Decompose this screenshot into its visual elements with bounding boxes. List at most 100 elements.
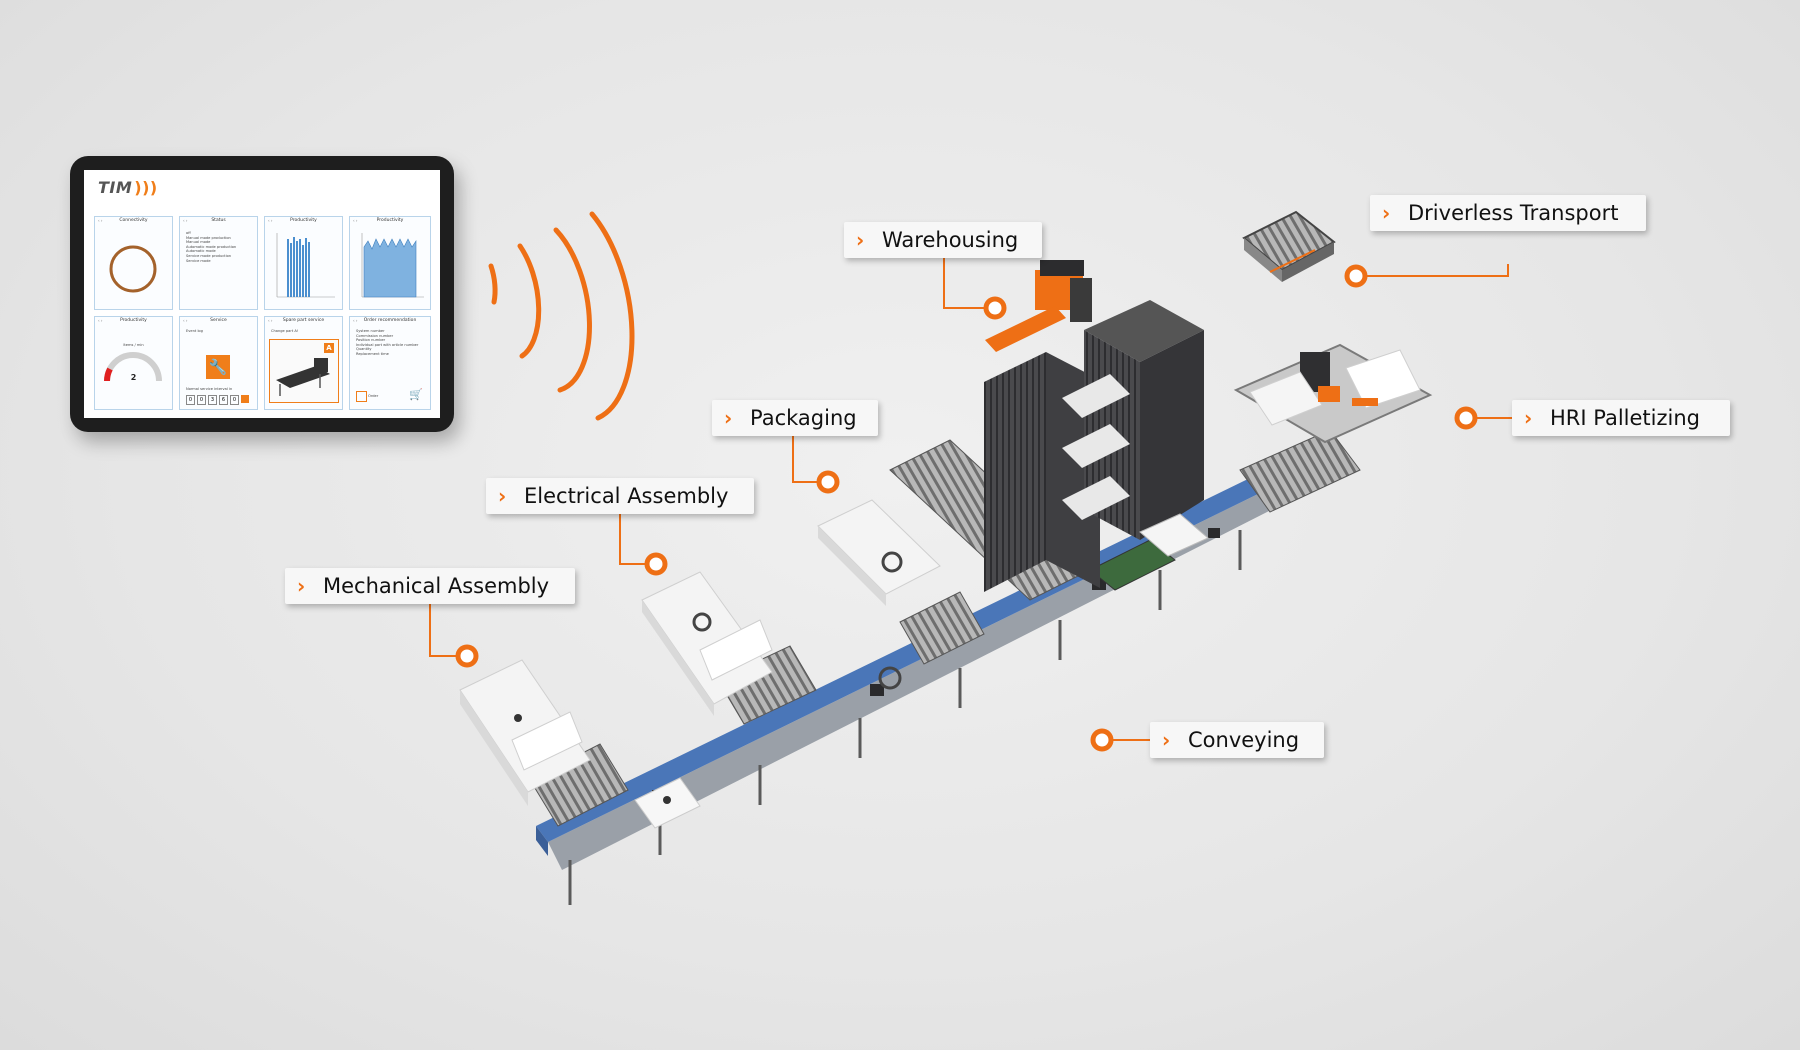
- sorting-tray: [1139, 513, 1209, 557]
- label-text: Conveying: [1188, 728, 1300, 752]
- panel-nav-icon[interactable]: ‹ ›: [353, 318, 358, 323]
- panel-title: Order recommendation: [363, 318, 417, 323]
- status-item[interactable]: Service mode production: [186, 253, 232, 258]
- wireless-signal-icon: [488, 211, 635, 421]
- hotspot-driverless-transport: [1344, 264, 1368, 288]
- cart-icon[interactable]: 🛒: [409, 388, 423, 401]
- productivity-area-chart: [361, 233, 424, 298]
- hri-palletizing-cell: [1233, 343, 1433, 444]
- label-text: HRI Palletizing: [1550, 406, 1700, 430]
- label-text: Mechanical Assembly: [323, 574, 550, 598]
- panel-spare-part-service[interactable]: ‹ › Spare part service Change part A! A: [264, 316, 343, 410]
- panel-nav-icon[interactable]: ‹ ›: [183, 318, 188, 323]
- machine-thumbnail-drawing: [276, 358, 330, 396]
- panel-service[interactable]: ‹ › Service Event log 🔧 Normal service i…: [179, 316, 258, 410]
- driverless-transport-vehicle: [1242, 210, 1336, 282]
- warehousing-rack: [984, 260, 1204, 592]
- hotspot-marker-icon[interactable]: [455, 264, 1478, 752]
- panel-title: Productivity: [290, 218, 317, 223]
- order-field: System number: [356, 329, 385, 333]
- panel-productivity-gauge[interactable]: ‹ › Productivity Items / min 2: [94, 316, 173, 410]
- chevron-right-icon: ›: [498, 484, 507, 508]
- order-fields: System number Commission number Position…: [356, 329, 418, 357]
- order-field: Quantity: [356, 347, 372, 352]
- status-item[interactable]: Automatic mode production: [186, 244, 237, 249]
- label-mechanical-assembly[interactable]: › Mechanical Assembly: [285, 568, 575, 604]
- panel-nav-icon[interactable]: ‹ ›: [183, 218, 188, 223]
- speed-gauge: [104, 352, 162, 382]
- label-hri-palletizing[interactable]: › HRI Palletizing: [1512, 400, 1730, 436]
- order-field: Replacement time: [356, 351, 389, 356]
- hotspot-warehousing: [983, 296, 1007, 320]
- status-item[interactable]: Manual mode production: [186, 235, 231, 240]
- part-badge: A: [324, 343, 334, 353]
- panel-nav-icon[interactable]: ‹ ›: [268, 218, 273, 223]
- panel-title: Productivity: [120, 318, 147, 323]
- label-text: Packaging: [750, 406, 857, 430]
- chevron-right-icon: ›: [297, 574, 306, 598]
- panel-nav-icon[interactable]: ‹ ›: [353, 218, 358, 223]
- hotspot-electrical-assembly: [644, 552, 668, 576]
- connectivity-ring: [109, 245, 157, 293]
- counter-digit: 0: [186, 395, 195, 405]
- status-list: off Manual mode production Manual mode A…: [186, 231, 236, 263]
- counter-digit: 3: [208, 395, 217, 405]
- label-electrical-assembly[interactable]: › Electrical Assembly: [486, 478, 754, 514]
- label-text: Warehousing: [882, 228, 1019, 252]
- wrench-icon[interactable]: 🔧: [206, 355, 230, 379]
- service-counter: 0 0 3 6 0: [186, 395, 249, 405]
- panel-nav-icon[interactable]: ‹ ›: [98, 218, 103, 223]
- label-warehousing[interactable]: › Warehousing: [844, 222, 1042, 258]
- chevron-right-icon: ›: [1162, 728, 1171, 752]
- tablet-device: TIM))) ‹ › Connectivity ‹ › Status off M…: [70, 156, 454, 432]
- panel-title: Spare part service: [282, 318, 325, 323]
- hotspot-conveying: [1090, 728, 1114, 752]
- tim-brand: TIM: [98, 178, 133, 197]
- event-log-label[interactable]: Event log: [186, 329, 203, 333]
- chevron-right-icon: ›: [856, 228, 865, 252]
- machine-thumbnail[interactable]: A: [269, 339, 339, 403]
- panel-productivity-2[interactable]: ‹ › Productivity: [349, 216, 431, 310]
- chevron-right-icon: ›: [1524, 406, 1533, 430]
- service-interval-label: Normal service interval in: [186, 387, 233, 391]
- panel-status[interactable]: ‹ › Status off Manual mode production Ma…: [179, 216, 258, 310]
- tim-logo: TIM))): [98, 178, 158, 197]
- panel-nav-icon[interactable]: ‹ ›: [268, 318, 273, 323]
- tim-dashboard: TIM))) ‹ › Connectivity ‹ › Status off M…: [84, 170, 440, 418]
- panel-productivity-1[interactable]: ‹ › Productivity: [264, 216, 343, 310]
- counter-digit: 0: [197, 395, 206, 405]
- hotspot-hri-palletizing: [1454, 406, 1478, 430]
- label-packaging[interactable]: › Packaging: [712, 400, 878, 436]
- label-conveying[interactable]: › Conveying: [1150, 722, 1324, 758]
- electrical-assembly-station: [641, 571, 773, 716]
- status-item[interactable]: Service mode: [186, 258, 211, 263]
- productivity-bars-chart: [276, 233, 335, 298]
- order-field: Commission number: [356, 333, 394, 338]
- counter-unit-badge: [241, 395, 249, 403]
- mechanical-assembly-station: [459, 659, 701, 829]
- label-connectors: [429, 256, 1512, 741]
- panel-connectivity[interactable]: ‹ › Connectivity: [94, 216, 173, 310]
- panel-order-recommendation[interactable]: ‹ › Order recommendation System number C…: [349, 316, 431, 410]
- status-item[interactable]: Manual mode: [186, 240, 211, 245]
- spare-part-caption: Change part A!: [271, 329, 299, 333]
- status-item[interactable]: off: [186, 231, 191, 235]
- order-label[interactable]: Order: [368, 394, 379, 398]
- label-text: Electrical Assembly: [524, 484, 729, 508]
- chevron-right-icon: ›: [724, 406, 733, 430]
- gauge-caption: Items / min: [123, 343, 144, 347]
- order-field: Individual part with article number: [356, 342, 419, 347]
- packaging-station: [817, 499, 941, 690]
- label-driverless-transport[interactable]: › Driverless Transport: [1370, 195, 1646, 231]
- hotspot-packaging: [816, 470, 840, 494]
- hotspot-mechanical-assembly: [455, 644, 479, 668]
- counter-digit: 0: [230, 395, 239, 405]
- status-item[interactable]: Automatic mode: [186, 249, 216, 254]
- order-field: Position number: [356, 338, 386, 343]
- gauge-value: 2: [130, 373, 137, 382]
- order-checkbox[interactable]: [356, 391, 367, 402]
- panel-nav-icon[interactable]: ‹ ›: [98, 318, 103, 323]
- chevron-right-icon: ›: [1382, 201, 1391, 225]
